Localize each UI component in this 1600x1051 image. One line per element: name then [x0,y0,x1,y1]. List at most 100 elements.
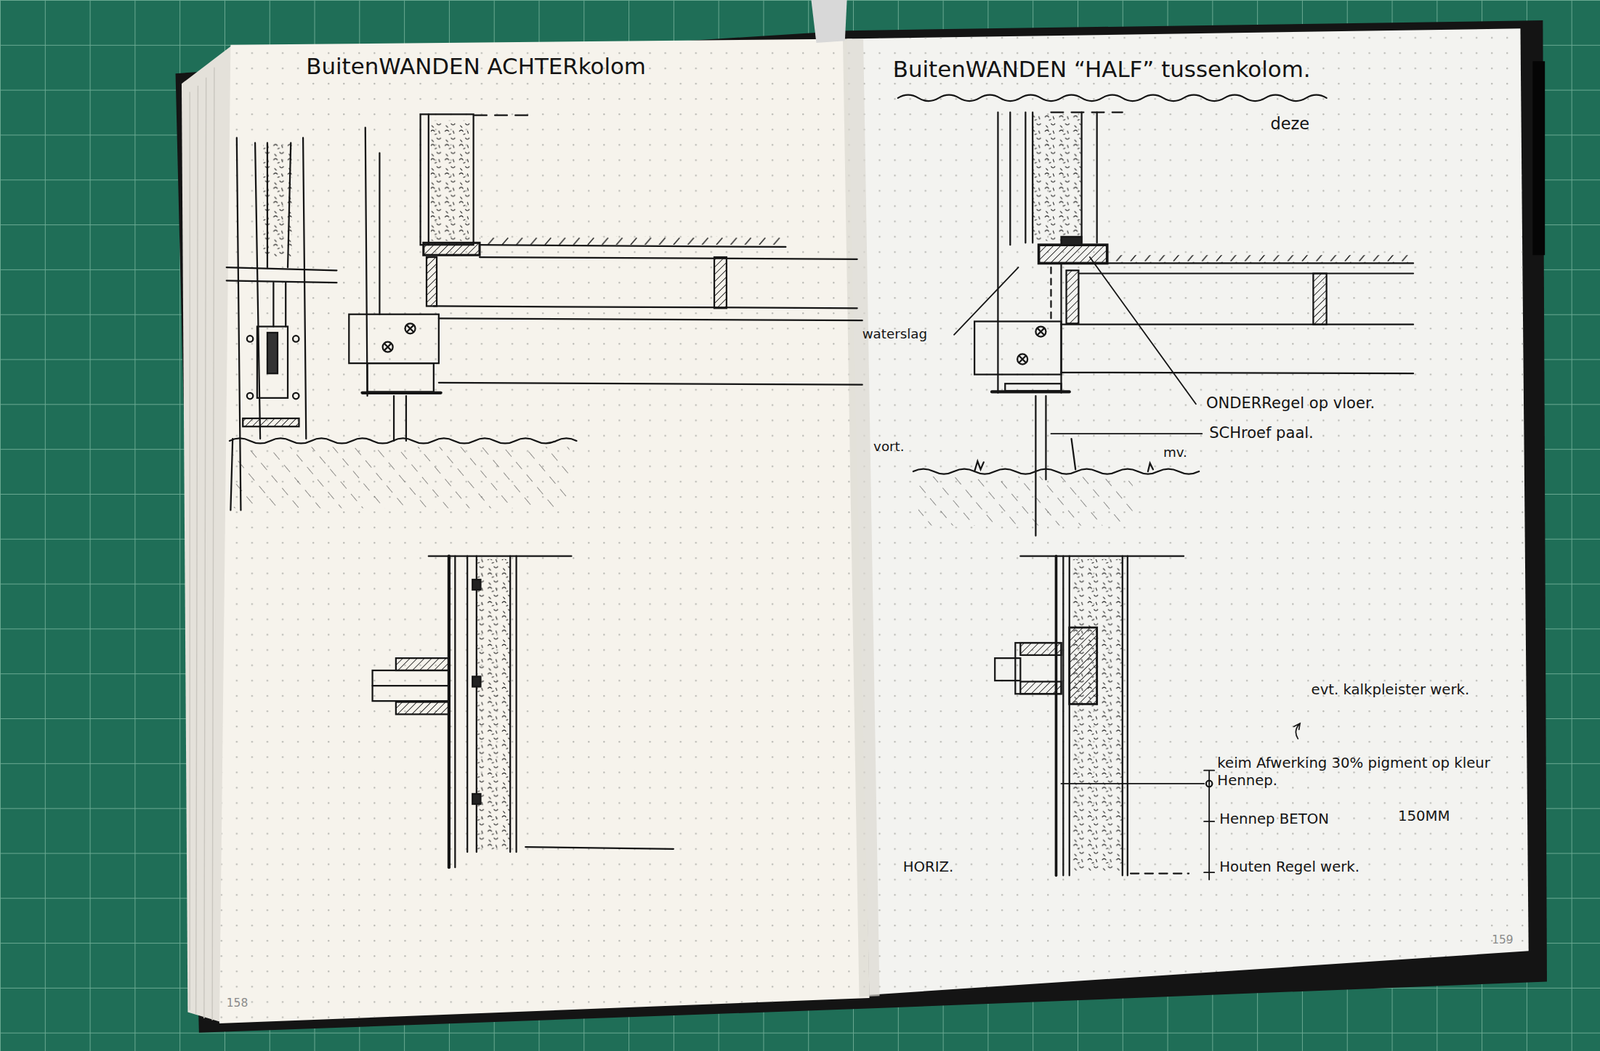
ink-sketch [994,658,1021,681]
notebook [1532,61,1545,256]
ink-sketch [393,396,407,442]
ink-sketch [292,393,299,399]
ink-sketch [1079,263,1414,274]
view-label: HORIZ. [903,858,954,877]
page-title: BuitenWANDEN ACHTERkolom [305,53,646,80]
ink-sketch [257,326,288,399]
page-number: 158 [226,996,248,1011]
ink-sketch [1049,267,1052,319]
ink-sketch [1206,781,1212,787]
layer-note: evt. kalkpleister werk. [1311,681,1481,700]
layer-note: keim Afwerking 30% pigment op kleur Henn… [1217,754,1493,790]
ink-sketch [242,418,299,427]
ink-sketch [898,95,1327,101]
ink-sketch [426,257,437,306]
ink-sketch [714,257,727,309]
ink-sketch [232,446,569,508]
ink-sketch [1294,723,1300,739]
notebook [847,28,1529,995]
note-text: deze [1270,114,1310,134]
notebook [175,20,1547,1034]
notebook [219,38,870,1024]
ink-sketch [382,342,394,353]
ink-sketch [1061,770,1215,880]
ink-sketch [1032,114,1082,241]
ink-sketch [1004,383,1061,391]
ink-sketch [247,335,253,342]
ink-sketch [372,670,450,702]
ink-sketch [1066,270,1080,324]
ink-sketch [229,438,577,444]
page-number: 159 [1491,933,1513,948]
ink-sketch [479,244,858,260]
ink-sketch [974,321,1061,375]
ink-sketch [362,391,442,395]
ink-sketch [406,325,413,332]
part-name: SCHroef paal. [1209,423,1314,442]
ink-sketch [1035,326,1046,338]
ink-sketch [472,579,481,591]
ink-sketch [1019,356,1026,362]
ink-sketch [1130,872,1189,875]
ink-sketch [420,114,474,245]
ink-sketch [1069,627,1098,705]
ink-sketch [1020,681,1061,694]
part-name: waterslag [862,326,928,343]
ink-sketch [396,702,450,715]
notebook [810,0,847,43]
part-name: mv. [1163,444,1188,461]
ink-sketch [348,314,439,364]
ink-sketch [474,114,536,117]
ink-sketch [1063,556,1127,877]
ink-sketch [913,469,1199,475]
ink-sketch [1050,111,1122,113]
ink-sketch [479,236,786,245]
ink-sketch [991,390,1070,394]
ink-sketch [247,393,253,399]
ink-sketch [427,114,430,245]
part-name: vort. [873,438,904,455]
notebook [175,0,1547,1034]
ink-sketch [226,267,338,283]
notebook [189,67,215,1021]
ink-sketch [384,343,391,350]
ink-sketch [1020,555,1184,558]
notebook [847,28,1529,995]
ink-sketch [974,438,1154,472]
ink-sketch [1312,273,1327,325]
ink-sketch [365,127,381,397]
page-title: BuitenWANDEN “HALF” tussenkolom. [893,55,1311,83]
ink-sketch [423,242,480,256]
ink-sketch [1055,556,1058,877]
ink-sketch [292,335,299,342]
ink-sketch [1015,643,1061,694]
ink-sketch [954,257,1202,434]
ink-sketch [367,363,434,392]
ink-sketch [472,676,481,687]
ink-sketch [372,685,450,687]
ink-sketch [1061,236,1082,245]
part-name: ONDERRegel op vloer. [1206,393,1375,412]
ink-sketch [438,318,863,385]
ink-sketch [918,476,1133,526]
ink-sketch [472,794,481,805]
ink-sketch [1017,353,1028,365]
ink-sketch [1112,255,1409,264]
layer-note: Houten Regel werk. [1219,858,1360,877]
ink-sketch [1039,244,1108,264]
ink-sketch [454,556,516,868]
ink-sketch [1061,324,1414,374]
notebook [842,38,880,997]
ink-sketch [405,323,416,334]
ink-sketch [433,305,858,309]
ink-sketch [1020,643,1061,656]
ink-sketch [525,847,674,850]
layer-note: Hennep BETON [1219,810,1329,829]
ink-sketch [430,120,472,242]
